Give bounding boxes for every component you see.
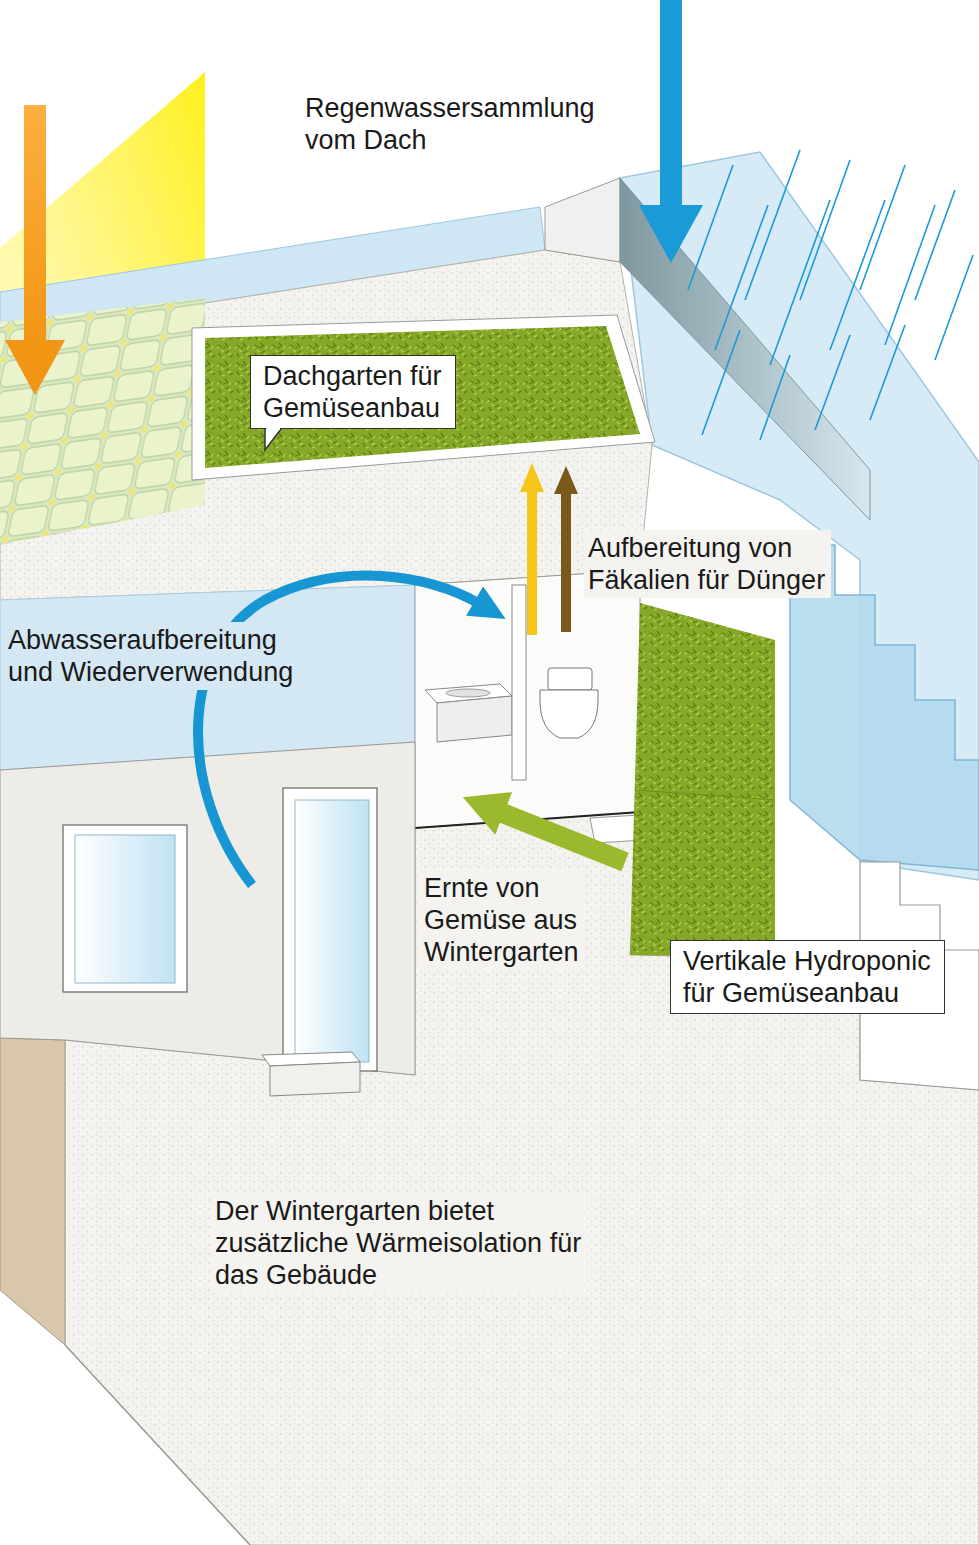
roof-surface [0,250,652,600]
label-patch: Der Wintergarten bietet zusätzliche Wärm… [211,1193,587,1293]
fertiliser-arrow-head [554,466,578,494]
window-glass [75,835,175,983]
slab-edge [0,1038,65,1345]
annotation-label: Abwasseraufbereitung und Wiederverwendun… [8,624,295,688]
box-text: Dachgarten für Gemüseanbau [263,360,443,424]
label-patch: Aufbereitung von Fäkalien für Dünger [584,530,831,598]
pipe [512,585,526,780]
rain [688,150,973,440]
label-patch: Regenwassersammlung vom Dach [301,90,600,158]
annotation-label: Ernte von Gemüse aus Wintergarten [424,872,580,968]
label-patch: Abwasseraufbereitung und Wiederverwendun… [4,622,299,690]
callout-box: Dachgarten für Gemüseanbau [250,355,456,429]
callout-box: Vertikale Hydroponic für Gemüseanbau [670,940,945,1014]
facade-glass [0,585,415,770]
sink-basin [446,689,490,697]
door-glass [295,800,369,1062]
callout-tail-outline [265,429,281,450]
roof-garden [205,326,640,468]
fertiliser-arrow-head [520,463,544,492]
sink-front [437,696,512,742]
slab-edge-line [65,1345,250,1545]
sun-arrow-head [5,340,65,395]
harvest-arrow [500,812,625,862]
callout-tail-join [267,426,281,430]
door-step [270,1062,360,1096]
sun-arrow [24,105,46,345]
rain-arrow-head [639,205,703,263]
rain-arrow [660,0,682,208]
box-text: Vertikale Hydroponic für Gemüseanbau [683,945,932,1009]
hydroponic-wall [630,603,775,958]
toilet-tank [548,668,592,690]
roof-wall [545,178,620,262]
annotation-label: Aufbereitung von Fäkalien für Dünger [588,532,827,596]
floor-line [635,790,775,800]
label-patch: Ernte von Gemüse aus Wintergarten [420,870,584,970]
callout-tail [261,428,287,452]
annotation-label: Regenwassersammlung vom Dach [305,92,596,156]
garden-bed-rim [192,315,655,480]
fertiliser-arrow [561,492,571,632]
window-frame [63,825,187,992]
toilet-bowl [540,690,598,738]
annotation-label: Der Wintergarten bietet zusätzliche Wärm… [215,1195,583,1291]
fertiliser-arrow [527,490,537,635]
parapet [620,178,870,520]
door-frame [283,788,377,1071]
